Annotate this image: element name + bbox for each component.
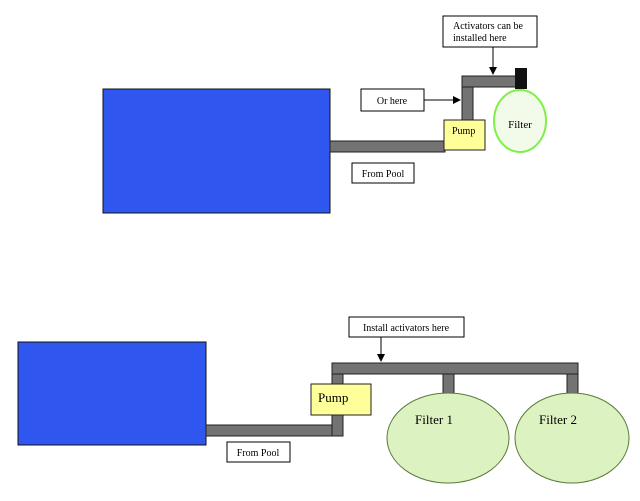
bottom-callout-install-label: Install activators here [363,323,450,334]
top-filter-label: Filter [508,119,532,131]
bottom-pipe-drop-filter1 [442,373,455,396]
bottom-diagram: Pump Filter 1 Filter 2 Install activator… [17,316,630,484]
top-pipe-from-pool [329,140,446,153]
bottom-filter2-label: Filter 2 [539,412,577,427]
bottom-pump-label: Pump [318,390,348,405]
top-callout-or-here: Or here [377,96,408,107]
bottom-filter1 [386,392,510,484]
bottom-pool [17,341,207,446]
bottom-from-pool-box [226,441,291,463]
bottom-callout-install-box [348,316,465,338]
bottom-pipe-riser-lower [331,411,344,437]
top-from-pool-label: From Pool [362,169,405,180]
top-callout-activators-line2: installed here [453,33,507,44]
bottom-filter2 [514,392,630,484]
top-filter-cap [515,68,527,89]
bottom-filter1-label: Filter 1 [415,412,453,427]
bottom-pipe-from-pool [205,424,344,437]
bottom-pipe-drop-filter2 [566,373,579,396]
top-callout-activators-box [442,15,538,48]
top-filter [493,89,547,153]
top-pool [102,88,331,214]
top-pump-label: Pump [452,126,475,137]
bottom-pump [310,383,372,416]
top-from-pool-box [351,162,415,184]
bottom-from-pool-label: From Pool [237,448,280,459]
top-callout-activators-line1: Activators can be [453,21,524,32]
top-pipe-header [461,75,519,88]
top-diagram: Pump Filter Activators can be installed … [102,15,547,214]
top-pipe-riser [461,81,474,121]
bottom-pipe-header [331,362,579,375]
top-pump [443,119,486,151]
